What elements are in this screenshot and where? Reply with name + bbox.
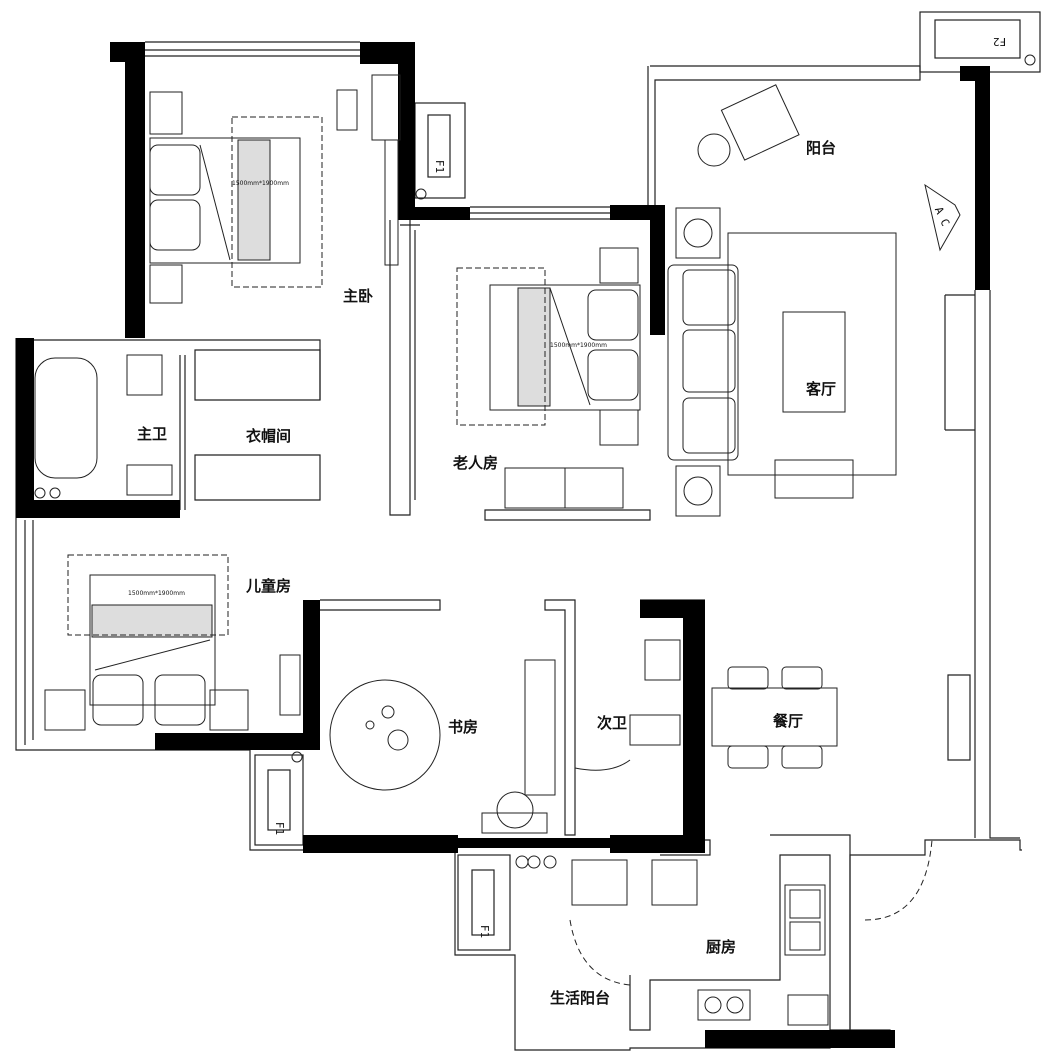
bed-size-kids: 1500mm*1900mm (128, 590, 185, 597)
bed-size-master: 1500mm*1900mm (232, 180, 289, 187)
label-master-bedroom: 主卧 (343, 287, 374, 305)
tag-f1-left: F1 (273, 821, 287, 836)
label-study: 书房 (448, 718, 479, 736)
right-outer-wall (989, 290, 1020, 839)
label-closet: 衣帽间 (246, 427, 292, 445)
label-kitchen: 厨房 (706, 938, 737, 956)
bed-size-elder: 1500mm*1900mm (550, 342, 607, 349)
label-living: 客厅 (806, 380, 837, 398)
label-dining: 餐厅 (773, 712, 804, 730)
label-utility-balcony: 生活阳台 (550, 989, 611, 1007)
label-balcony: 阳台 (806, 139, 837, 157)
label-kids-room: 儿童房 (246, 577, 292, 595)
label-elder-room: 老人房 (453, 454, 499, 472)
tag-f1-top: F1 (433, 159, 447, 174)
tag-f1-bottom: F1 (478, 924, 492, 939)
tag-f2: F2 (993, 35, 1007, 48)
label-master-bath: 主卫 (137, 425, 168, 443)
outer-wall-outline (15, 338, 1022, 1051)
label-second-bath: 次卫 (597, 714, 628, 732)
